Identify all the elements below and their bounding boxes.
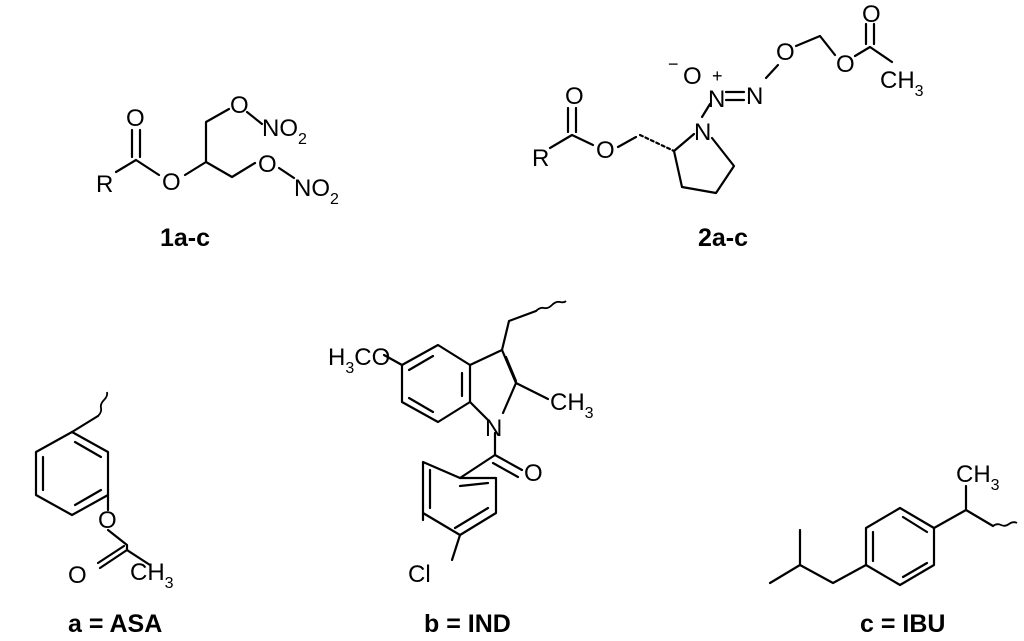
compound-2a-c-label: 2a-c — [698, 224, 748, 252]
nitro-group-2: NO2 — [294, 175, 339, 208]
nitrate-oxygen-2: O — [258, 151, 277, 178]
carbonyl-oxygen: O — [126, 105, 145, 132]
compound-2a-c: R O O N N + O − N O O O CH3 2a-c — [532, 1, 924, 252]
nitro-group-1: NO2 — [262, 115, 307, 148]
chlorine-atom: Cl — [408, 561, 431, 588]
positive-charge: + — [712, 66, 723, 86]
oxide-oxygen: O — [683, 63, 702, 90]
ind-label: b = IND — [424, 610, 511, 638]
compound-1a-c: R O O O NO2 O NO2 1a-c — [96, 92, 339, 252]
compound-1a-c-label: 1a-c — [160, 224, 210, 252]
ester-oxygen: O — [162, 169, 181, 196]
carbonyl-oxygen: O — [565, 83, 584, 110]
r-group-label: R — [532, 145, 549, 172]
methyl-group: CH3 — [550, 389, 594, 422]
asa-label: a = ASA — [68, 610, 162, 638]
nitrate-oxygen-1: O — [230, 92, 249, 119]
carbonyl-oxygen: O — [68, 562, 87, 589]
r-group-label: R — [96, 171, 113, 198]
acetoxy-oxygen: O — [836, 51, 855, 78]
pyrrolidine-nitrogen: N — [694, 119, 711, 146]
ester-oxygen: O — [98, 507, 117, 534]
negative-charge: − — [668, 54, 679, 74]
substituent-ibu: CH3 c = IBU — [768, 461, 1018, 638]
carbonyl-oxygen: O — [524, 460, 543, 487]
methoxy-group: H3CO — [328, 344, 390, 377]
indole-nitrogen: N — [485, 415, 502, 442]
ether-oxygen: O — [776, 39, 795, 66]
substituent-ind: H3CO CH3 N O Cl b = IND — [328, 300, 594, 638]
acetyl-carbonyl-oxygen: O — [862, 1, 881, 28]
methyl-group: CH3 — [880, 67, 924, 100]
substituent-asa: O O CH3 a = ASA — [34, 391, 174, 638]
diazeniumdiolate-nitrogen: N — [708, 86, 725, 113]
methyl-group: CH3 — [956, 461, 1000, 494]
methyl-group: CH3 — [130, 559, 174, 592]
azo-nitrogen: N — [746, 83, 763, 110]
ibu-label: c = IBU — [860, 610, 945, 638]
ester-oxygen: O — [596, 137, 615, 164]
